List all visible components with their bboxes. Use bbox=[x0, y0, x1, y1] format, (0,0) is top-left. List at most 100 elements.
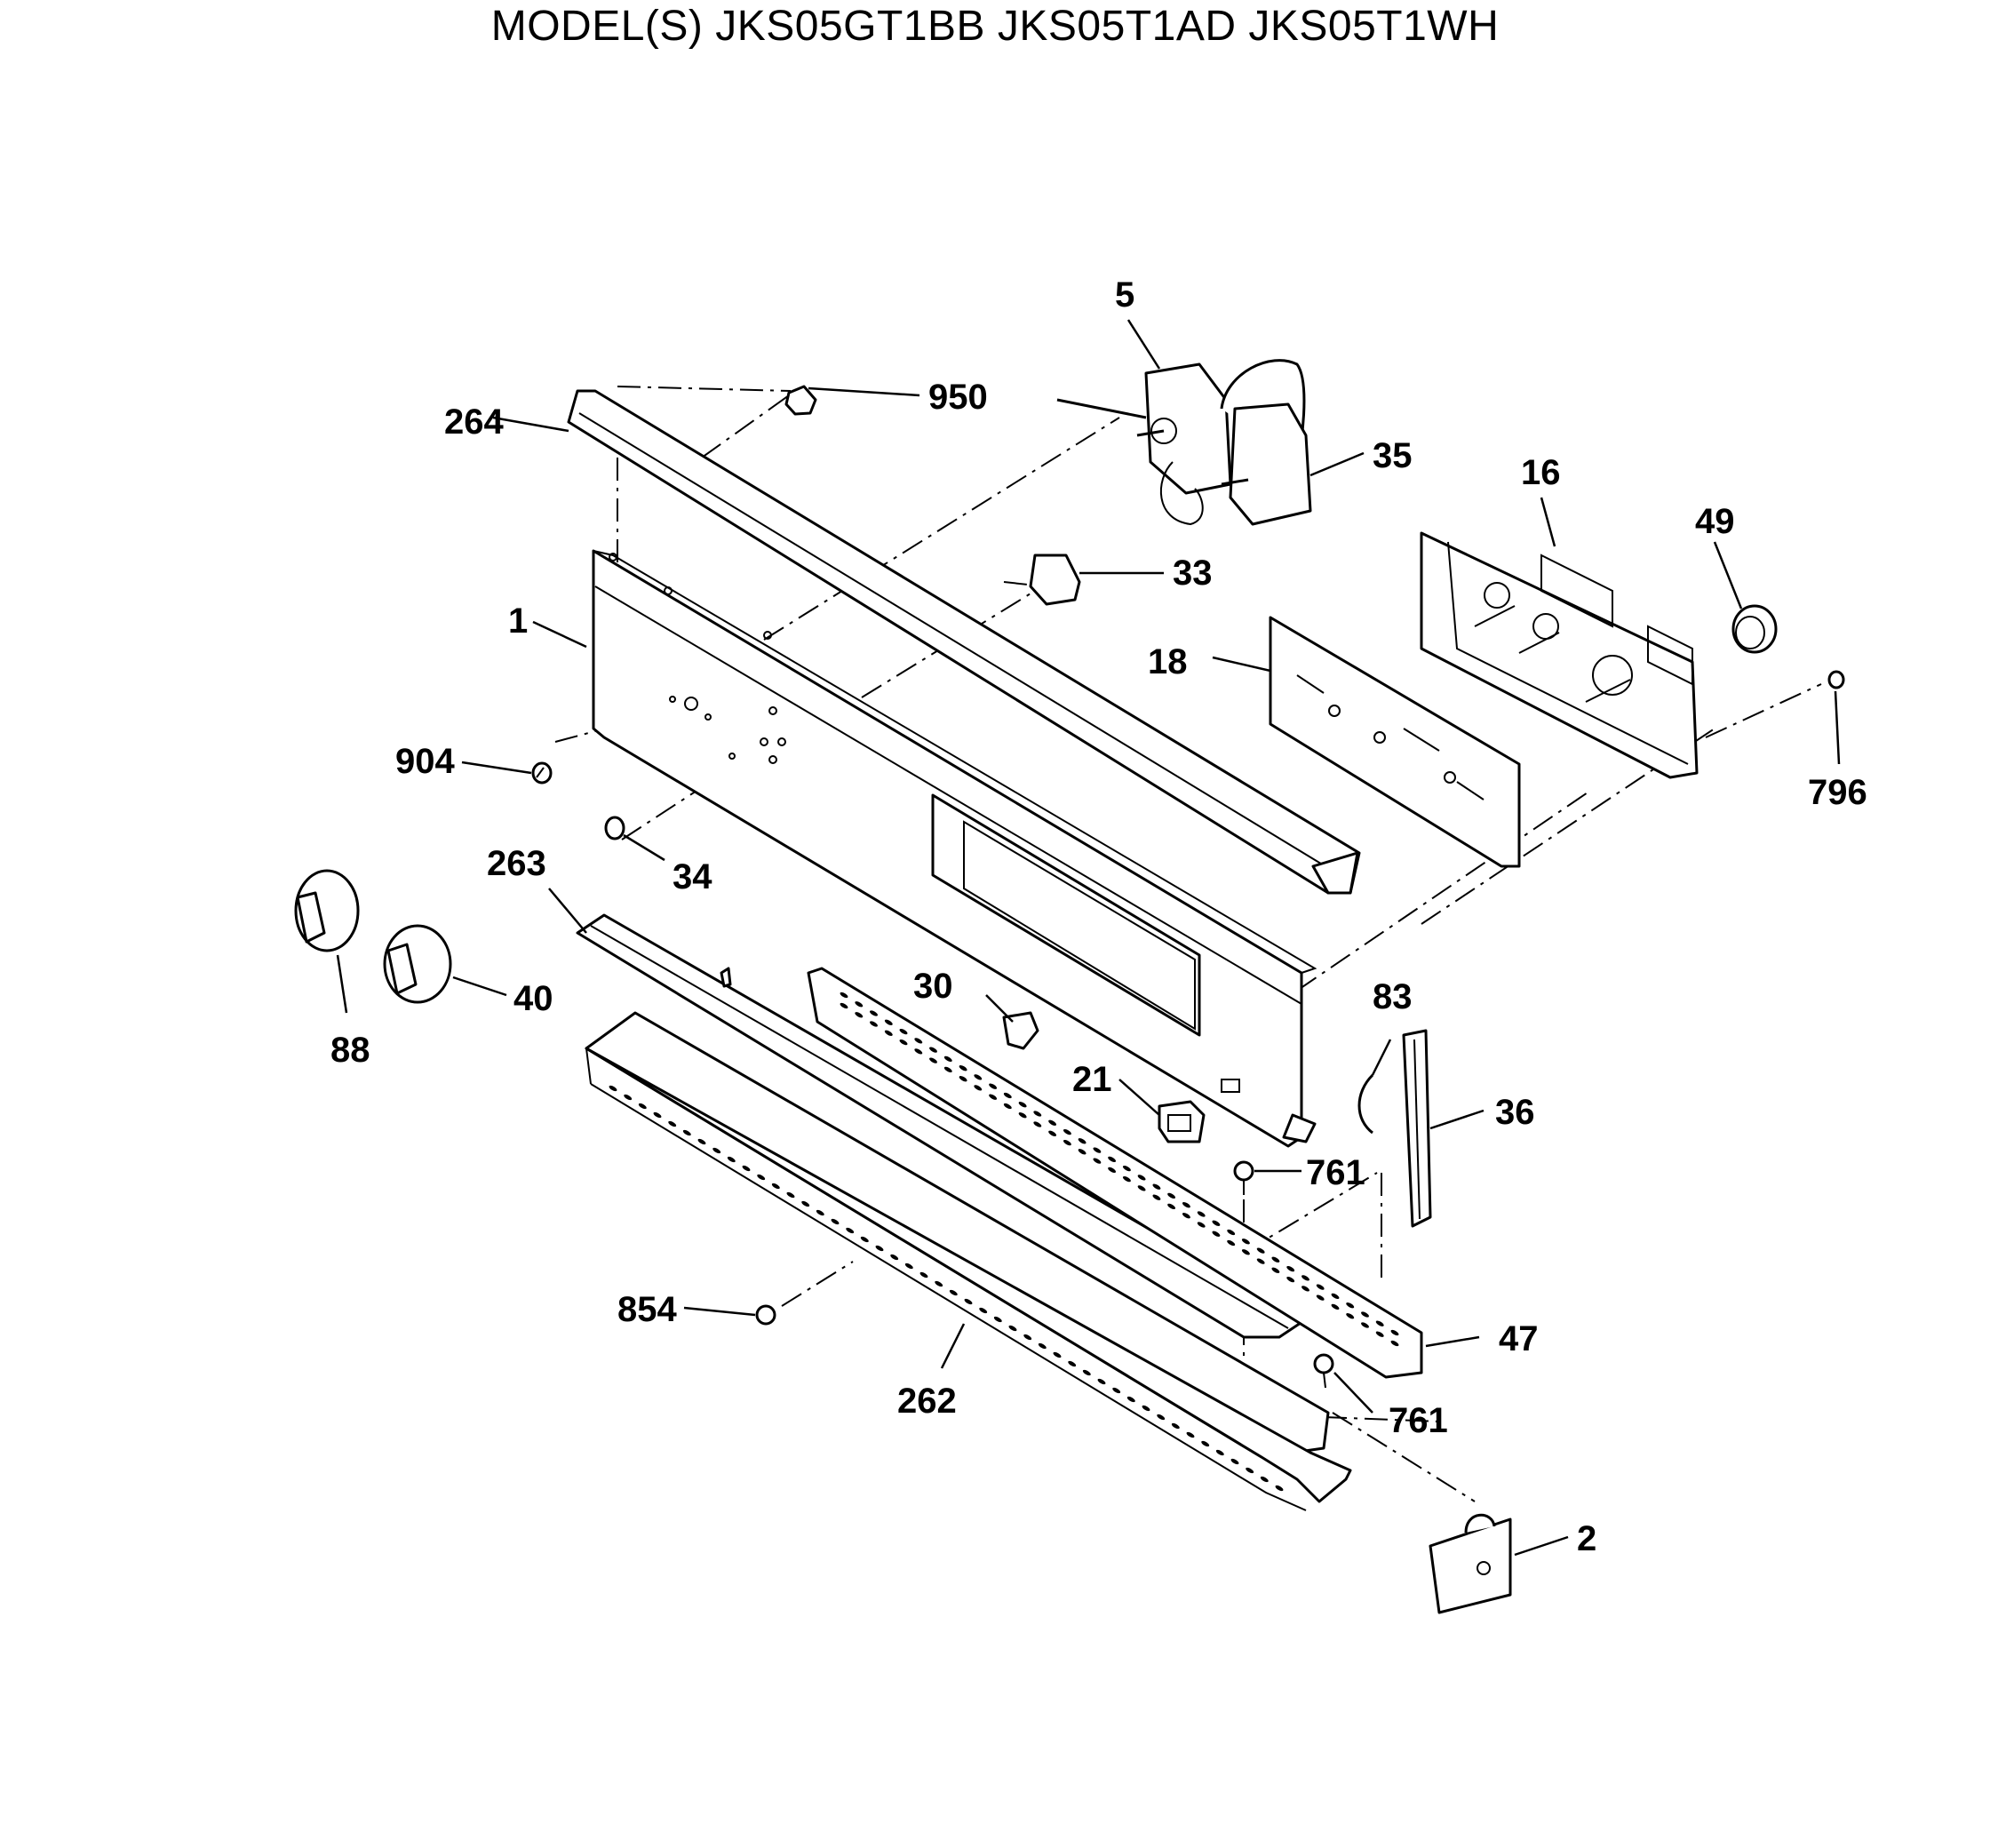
part-36-bar bbox=[1402, 1029, 1432, 1228]
vent-slot bbox=[1186, 1431, 1195, 1438]
vent-slot bbox=[1003, 1092, 1012, 1099]
vent-slot bbox=[1286, 1276, 1295, 1283]
vent-slot bbox=[1301, 1286, 1309, 1292]
callout-2: 2 bbox=[1577, 1519, 1596, 1558]
callout-854: 854 bbox=[617, 1290, 677, 1329]
vent-slot bbox=[1256, 1247, 1265, 1254]
vent-slot bbox=[1197, 1211, 1206, 1217]
callout-264: 264 bbox=[444, 402, 504, 442]
vent-slot bbox=[860, 1236, 869, 1243]
vent-slot bbox=[712, 1147, 721, 1154]
vent-slot bbox=[1003, 1103, 1012, 1110]
part-1-backguard-panel bbox=[592, 549, 1317, 1148]
vent-slot bbox=[1241, 1239, 1250, 1245]
vent-slot bbox=[1018, 1102, 1027, 1108]
vent-slot bbox=[855, 1012, 864, 1018]
vent-slot bbox=[1201, 1440, 1210, 1447]
callout-36: 36 bbox=[1495, 1093, 1535, 1132]
vent-slot bbox=[1375, 1331, 1384, 1337]
vent-slot bbox=[1246, 1467, 1254, 1474]
vent-slot bbox=[1126, 1396, 1135, 1403]
part-761-screw-b bbox=[1313, 1353, 1334, 1389]
part-854-screw bbox=[755, 1304, 776, 1326]
vent-slot bbox=[1390, 1340, 1399, 1347]
vent-slot bbox=[1063, 1139, 1071, 1146]
callout-49: 49 bbox=[1695, 502, 1735, 541]
part-761-screw-a bbox=[1233, 1160, 1254, 1195]
vent-slot bbox=[989, 1083, 998, 1089]
vent-slot bbox=[884, 1030, 893, 1036]
part-83-bracket bbox=[1357, 1073, 1374, 1135]
part-264-trim bbox=[567, 389, 1361, 895]
vent-slot bbox=[1260, 1476, 1269, 1483]
vent-slot bbox=[1182, 1213, 1190, 1219]
vent-slot bbox=[904, 1263, 913, 1270]
vent-slot bbox=[1023, 1334, 1032, 1341]
vent-slot bbox=[1301, 1275, 1309, 1281]
vent-slot bbox=[899, 1028, 908, 1035]
vent-slot bbox=[653, 1111, 662, 1119]
vent-slot bbox=[1033, 1111, 1042, 1117]
callout-33: 33 bbox=[1173, 554, 1213, 593]
part-33-switch bbox=[1029, 554, 1081, 606]
vent-slot bbox=[1008, 1325, 1017, 1332]
vent-slot bbox=[964, 1298, 973, 1305]
part-18-glass bbox=[1269, 616, 1521, 868]
vent-slot bbox=[1048, 1130, 1057, 1136]
callout-35: 35 bbox=[1373, 436, 1413, 475]
vent-slot bbox=[1390, 1329, 1399, 1336]
vent-slot bbox=[914, 1038, 923, 1044]
part-16-oven-control bbox=[1420, 531, 1699, 779]
vent-slot bbox=[1097, 1378, 1106, 1385]
part-796-screw bbox=[1827, 670, 1845, 689]
vent-slot bbox=[742, 1165, 751, 1172]
vent-slot bbox=[1033, 1121, 1042, 1127]
vent-slot bbox=[929, 1057, 937, 1063]
callout-83: 83 bbox=[1373, 977, 1413, 1016]
vent-slot bbox=[943, 1066, 952, 1073]
part-21-switch bbox=[1158, 1100, 1206, 1143]
vent-slot bbox=[1108, 1167, 1117, 1174]
vent-slot bbox=[979, 1307, 988, 1314]
vent-slot bbox=[786, 1191, 795, 1199]
vent-slot bbox=[1271, 1256, 1280, 1263]
vent-slot bbox=[949, 1289, 958, 1296]
vent-slot bbox=[771, 1183, 780, 1190]
vent-slot bbox=[959, 1076, 967, 1082]
callout-761-lower: 761 bbox=[1389, 1401, 1448, 1440]
part-263-trim bbox=[576, 913, 1308, 1339]
vent-slot bbox=[1093, 1147, 1102, 1153]
callout-47: 47 bbox=[1499, 1319, 1539, 1358]
callout-263: 263 bbox=[487, 844, 546, 883]
vent-slot bbox=[1271, 1267, 1280, 1273]
vent-slot bbox=[1048, 1119, 1057, 1126]
diagram-title: MODEL(S) JKS05GT1BB JKS05T1AD JKS05T1WH bbox=[490, 3, 1500, 50]
leader-lines bbox=[336, 319, 1841, 1557]
vent-slot bbox=[1331, 1303, 1340, 1310]
vent-slot bbox=[697, 1138, 706, 1145]
callout-1: 1 bbox=[508, 601, 528, 641]
vent-slot bbox=[1230, 1458, 1239, 1465]
callout-16: 16 bbox=[1521, 453, 1561, 492]
callout-262: 262 bbox=[897, 1382, 957, 1421]
callout-30: 30 bbox=[913, 967, 953, 1006]
vent-slot bbox=[1112, 1387, 1121, 1394]
vent-slot bbox=[1157, 1414, 1166, 1421]
callout-904: 904 bbox=[395, 742, 455, 781]
vent-slot bbox=[1212, 1231, 1221, 1237]
vent-slot bbox=[974, 1085, 983, 1091]
vent-slot bbox=[1122, 1175, 1131, 1183]
part-88-knob bbox=[294, 869, 360, 952]
vent-slot bbox=[846, 1227, 855, 1234]
part-34-grommet bbox=[604, 816, 625, 840]
vent-slot bbox=[1093, 1158, 1102, 1164]
part-904-screw bbox=[531, 761, 553, 785]
vent-slot bbox=[919, 1271, 928, 1278]
vent-slot bbox=[1316, 1294, 1325, 1301]
part-40-knob bbox=[383, 924, 452, 1004]
callout-796: 796 bbox=[1808, 773, 1867, 812]
vent-slot bbox=[935, 1280, 943, 1287]
vent-slot bbox=[1068, 1360, 1077, 1367]
vent-slots-262 bbox=[609, 1085, 1284, 1492]
